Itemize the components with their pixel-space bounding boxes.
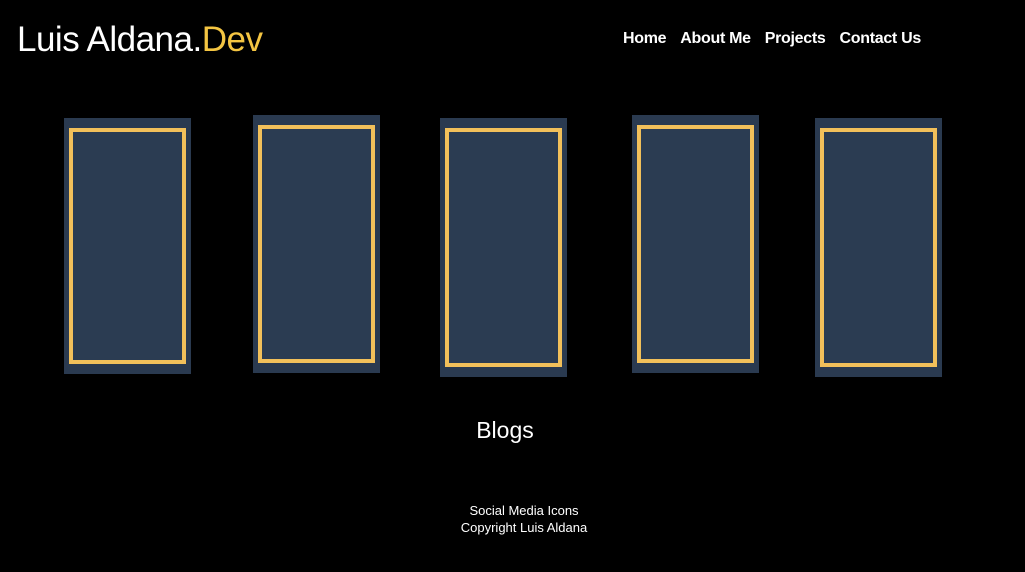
blogs-heading: Blogs — [476, 417, 534, 443]
nav-contact-link[interactable]: Contact Us — [839, 30, 922, 47]
blog-card-5[interactable] — [815, 118, 942, 377]
blog-card-3[interactable] — [440, 118, 567, 377]
logo-accent: Dev — [201, 20, 263, 59]
blog-card-4[interactable] — [632, 115, 759, 373]
blog-card-frame — [258, 125, 375, 363]
blog-card-2[interactable] — [253, 115, 380, 373]
blog-card-frame — [637, 125, 754, 363]
nav-about-link[interactable]: About Me — [680, 30, 751, 47]
footer: Social Media Icons Copyright Luis Aldana — [0, 502, 1025, 536]
blog-card-frame — [445, 128, 562, 367]
nav-home-link[interactable]: Home — [623, 30, 667, 47]
site-logo[interactable]: Luis Aldana.Dev — [17, 18, 263, 62]
blog-card-1[interactable] — [64, 118, 191, 374]
main-nav: Home About Me Projects Contact Us — [623, 28, 935, 50]
logo-name: Luis Aldana. — [17, 20, 202, 59]
social-media-icons[interactable]: Social Media Icons — [469, 503, 579, 518]
blog-card-frame — [69, 128, 186, 364]
blog-card-frame — [820, 128, 937, 367]
copyright-text: Copyright Luis Aldana — [460, 520, 588, 535]
nav-projects-link[interactable]: Projects — [764, 30, 826, 47]
